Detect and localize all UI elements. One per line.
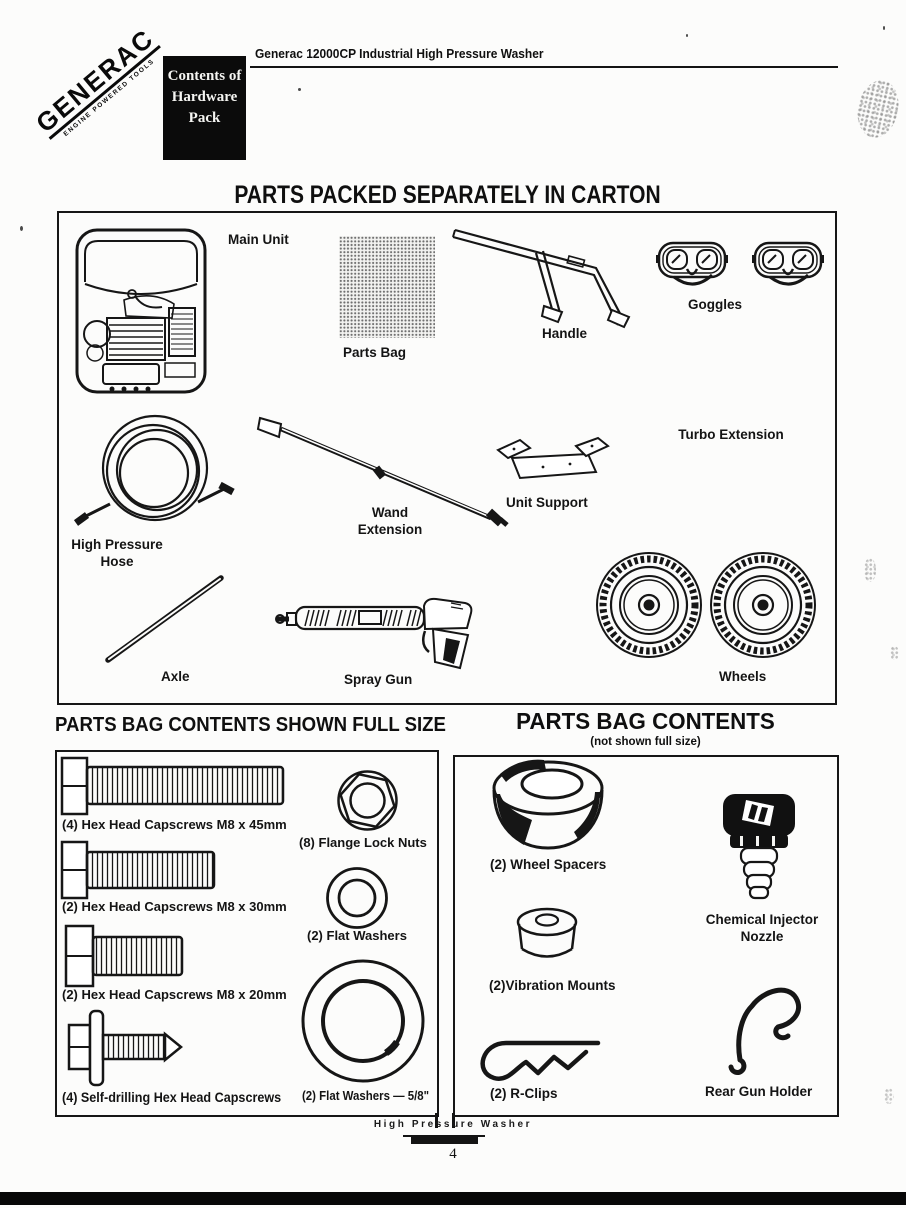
footer-rule-thin (403, 1135, 485, 1137)
handle-illustration (452, 228, 631, 329)
parts-bag-label: Parts Bag (343, 345, 407, 360)
handle-label: Handle (542, 326, 588, 341)
scan-speck (686, 34, 688, 37)
spray-gun-label: Spray Gun (344, 672, 413, 687)
r-clip-illustration (480, 1040, 601, 1081)
scan-speck (298, 88, 301, 91)
flat-washer-58-label: (2) Flat Washers — 5/8" (302, 1088, 430, 1103)
footer-doc-title: High Pressure Washer (373, 1119, 533, 1130)
scan-smudge (852, 76, 904, 142)
hose-illustration (73, 414, 235, 526)
flat-washer-label: (2) Flat Washers (307, 928, 407, 943)
scan-smudge (864, 558, 876, 582)
capscrew-30-illustration (60, 840, 216, 900)
generac-logo-text: GENERAC (30, 22, 161, 140)
scan-smudge (890, 646, 899, 660)
vibration-mount-label: (2)Vibration Mounts (489, 978, 616, 993)
carton-box (57, 211, 837, 705)
rear-gun-holder-illustration (728, 987, 802, 1075)
generac-logo: GENERAC ENGINE POWERED TOOLS (21, 16, 176, 155)
page-number: 4 (449, 1146, 457, 1162)
capscrew-20-label: (2) Hex Head Capscrews M8 x 20mm (62, 987, 287, 1002)
rear-gun-holder-label: Rear Gun Holder (705, 1084, 813, 1099)
flange-lock-nut-label: (8) Flange Lock Nuts (299, 835, 427, 850)
bag-full-heading: PARTS BAG CONTENTS SHOWN FULL SIZE (55, 714, 446, 736)
r-clip-label: (2) R-Clips (490, 1086, 558, 1101)
footer-rule-bar (411, 1137, 478, 1144)
main-unit-illustration (75, 228, 207, 394)
bottom-scan-band (0, 1192, 906, 1205)
wand-extension-label: Wand Extension (357, 505, 423, 538)
turbo-extension-label: Turbo Extension (678, 427, 784, 442)
bag-other-subheading: (not shown full size) (590, 736, 701, 748)
bag-full-box (55, 750, 439, 1117)
bag-other-heading: PARTS BAG CONTENTS (516, 708, 775, 734)
doc-title: Generac 12000CP Industrial High Pressure… (255, 46, 544, 61)
wheels-illustration (596, 552, 816, 658)
capscrew-30-label: (2) Hex Head Capscrews M8 x 30mm (62, 899, 287, 914)
self-drilling-capscrew-illustration (67, 1009, 183, 1087)
capscrew-45-label: (4) Hex Head Capscrews M8 x 45mm (62, 817, 287, 832)
self-drilling-capscrew-label: (4) Self-drilling Hex Head Capscrews (62, 1089, 282, 1105)
axle-illustration (105, 575, 224, 663)
flat-washer-illustration (326, 867, 388, 929)
spray-gun-illustration (275, 597, 473, 670)
goggles-illustration (656, 241, 824, 286)
flat-washer-58-illustration (301, 959, 425, 1083)
chemical-injector-label: Chemical Injector Nozzle (705, 912, 819, 945)
scan-speck (20, 226, 23, 231)
capscrew-45-illustration (60, 756, 285, 816)
scan-speck (883, 26, 885, 30)
wand-extension-illustration (256, 416, 509, 527)
scan-smudge (884, 1088, 894, 1104)
chemical-injector-illustration (723, 794, 795, 900)
header-rule (250, 66, 838, 68)
wheel-spacer-illustration (492, 759, 604, 850)
carton-heading: PARTS PACKED SEPARATELY IN CARTON (234, 181, 661, 209)
box-divider-stub (452, 1113, 455, 1128)
axle-label: Axle (161, 669, 190, 684)
vibration-mount-illustration (516, 907, 578, 958)
wheels-label: Wheels (719, 669, 767, 684)
hardware-pack-box: Contents of Hardware Pack (163, 56, 246, 160)
flange-lock-nut-illustration (337, 770, 398, 831)
hose-label: High Pressure Hose (71, 537, 163, 570)
goggles-label: Goggles (688, 297, 743, 312)
unit-support-label: Unit Support (506, 495, 588, 510)
main-unit-label: Main Unit (228, 232, 289, 247)
wheel-spacer-label: (2) Wheel Spacers (490, 857, 607, 872)
capscrew-20-illustration (64, 924, 184, 988)
unit-support-illustration (496, 436, 610, 480)
box-divider-stub (435, 1113, 438, 1128)
bag-other-box (453, 755, 839, 1117)
parts-bag-illustration (339, 236, 435, 338)
